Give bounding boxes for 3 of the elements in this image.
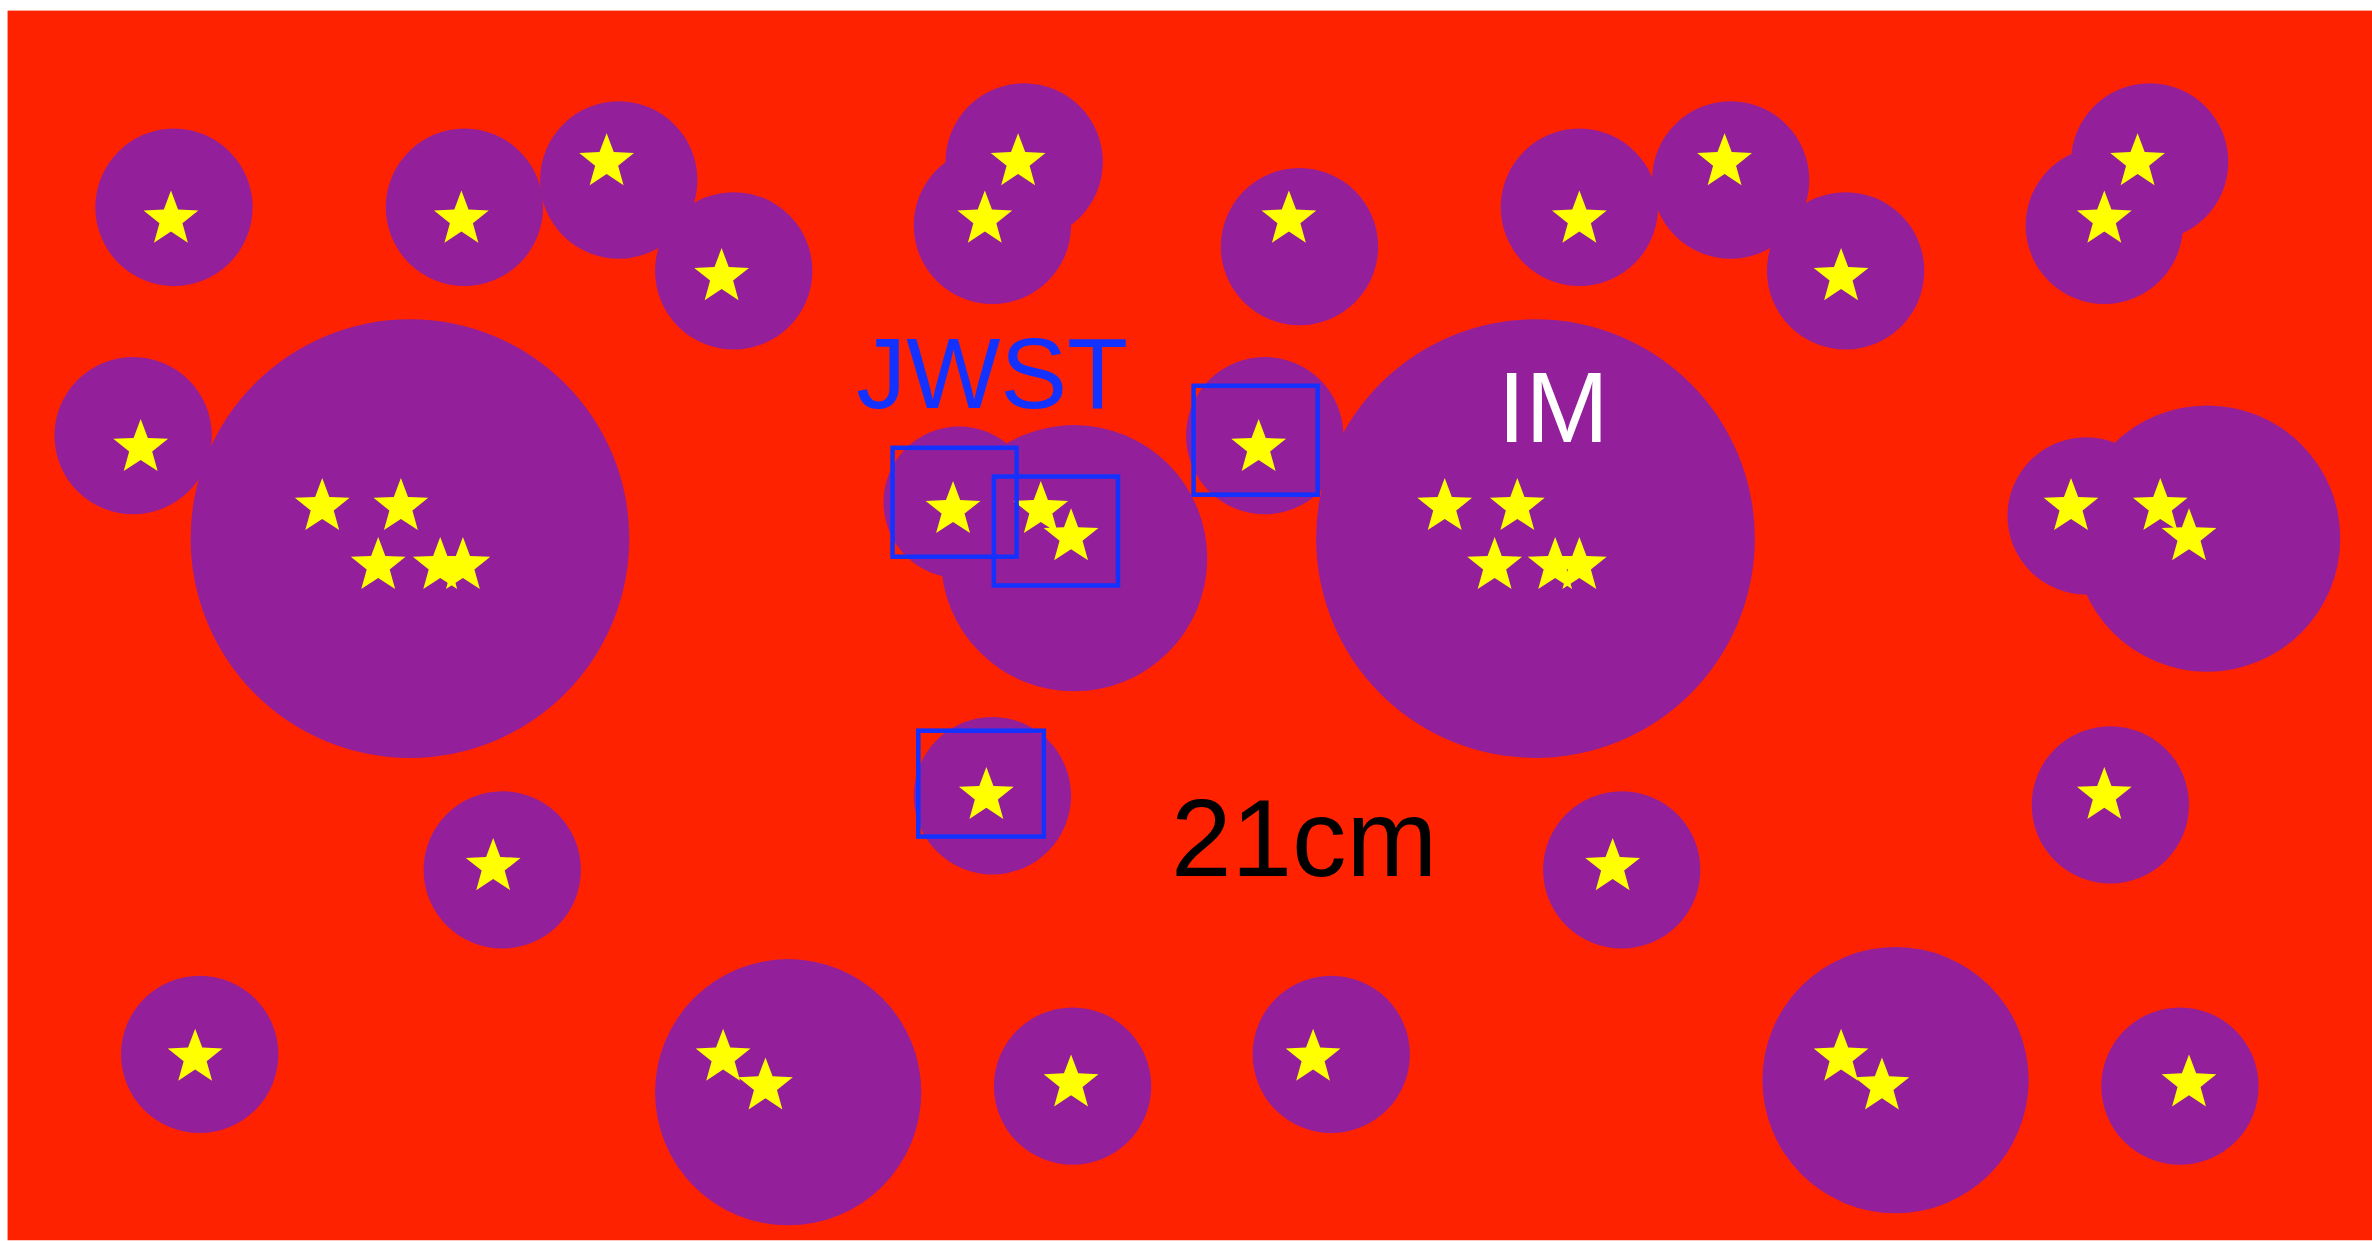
survey-label: JWST bbox=[856, 323, 1128, 424]
wavelength-label: 21cm bbox=[1170, 783, 1438, 893]
survey-label: IM bbox=[1497, 357, 1609, 457]
